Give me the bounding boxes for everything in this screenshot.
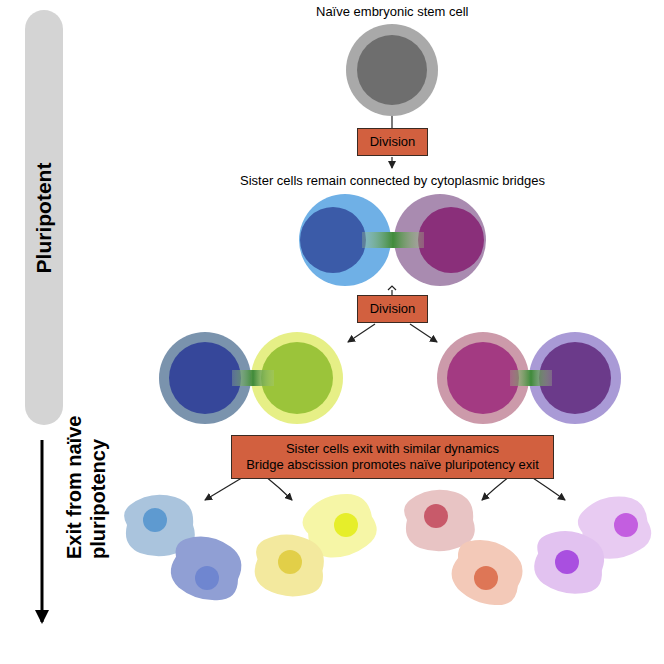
process-box: Sister cells exit with similar dynamicsB… — [231, 435, 554, 479]
box-text: Division — [368, 301, 417, 317]
cell-label: Naïve embryonic stem cell — [316, 4, 468, 20]
box-text: Bridge abscission promotes naïve pluripo… — [242, 457, 543, 473]
process-box: Division — [357, 128, 428, 156]
box-text: Division — [368, 134, 417, 150]
box-text: Sister cells exit with similar dynamics — [242, 441, 543, 457]
cell-label: Sister cells remain connected by cytopla… — [240, 173, 545, 189]
process-box: Division — [357, 295, 428, 323]
axis-label: Exit from naïve pluripotency — [62, 369, 110, 559]
stage-label: Pluripotent — [32, 162, 56, 273]
stage-band: Pluripotent — [25, 10, 63, 425]
